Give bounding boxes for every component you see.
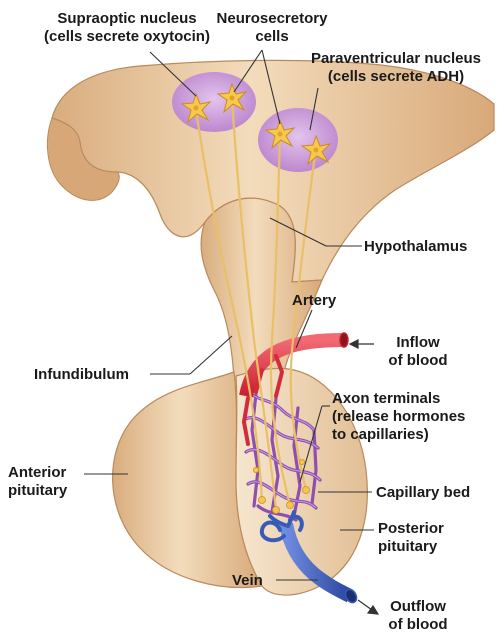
label-capillary-bed: Capillary bed [376,484,470,502]
label-vein: Vein [232,572,263,590]
label-line: Infundibulum [34,366,129,383]
label-infundibulum: Infundibulum [34,366,129,384]
label-line: Vein [232,572,263,589]
artery-opening [340,333,348,347]
label-outflow-of-blood: Outflow of blood [376,598,460,634]
label-axon-terminals: Axon terminals (release hormones to capi… [332,390,465,444]
label-line: Outflow [376,598,460,616]
label-line: Neurosecretory [212,10,332,28]
label-line: pituitary [378,538,444,556]
label-line: to capillaries) [332,426,465,444]
supraoptic-nucleus [172,72,256,132]
label-line: Paraventricular nucleus [296,50,496,68]
label-line: (cells secrete ADH) [296,68,496,86]
label-posterior-pituitary: Posterior pituitary [378,520,444,556]
label-line: (cells secrete oxytocin) [12,28,242,46]
label-line: Artery [292,292,336,309]
label-paraventricular-nucleus: Paraventricular nucleus (cells secrete A… [296,50,496,86]
label-line: cells [212,28,332,46]
label-line: pituitary [8,482,67,500]
label-hypothalamus: Hypothalamus [364,238,467,256]
label-line: of blood [376,352,460,370]
label-line: Capillary bed [376,484,470,501]
label-neurosecretory-cells: Neurosecretory cells [212,10,332,46]
label-inflow-of-blood: Inflow of blood [376,334,460,370]
label-supraoptic-nucleus: Supraoptic nucleus (cells secrete oxytoc… [12,10,242,46]
label-artery: Artery [292,292,336,310]
label-anterior-pituitary: Anterior pituitary [8,464,67,500]
label-line: of blood [376,616,460,634]
label-line: (release hormones [332,408,465,426]
label-line: Hypothalamus [364,238,467,255]
label-line: Supraoptic nucleus [12,10,242,28]
label-line: Posterior [378,520,444,538]
paraventricular-nucleus [258,108,338,172]
label-line: Axon terminals [332,390,465,408]
label-line: Anterior [8,464,67,482]
label-line: Inflow [376,334,460,352]
